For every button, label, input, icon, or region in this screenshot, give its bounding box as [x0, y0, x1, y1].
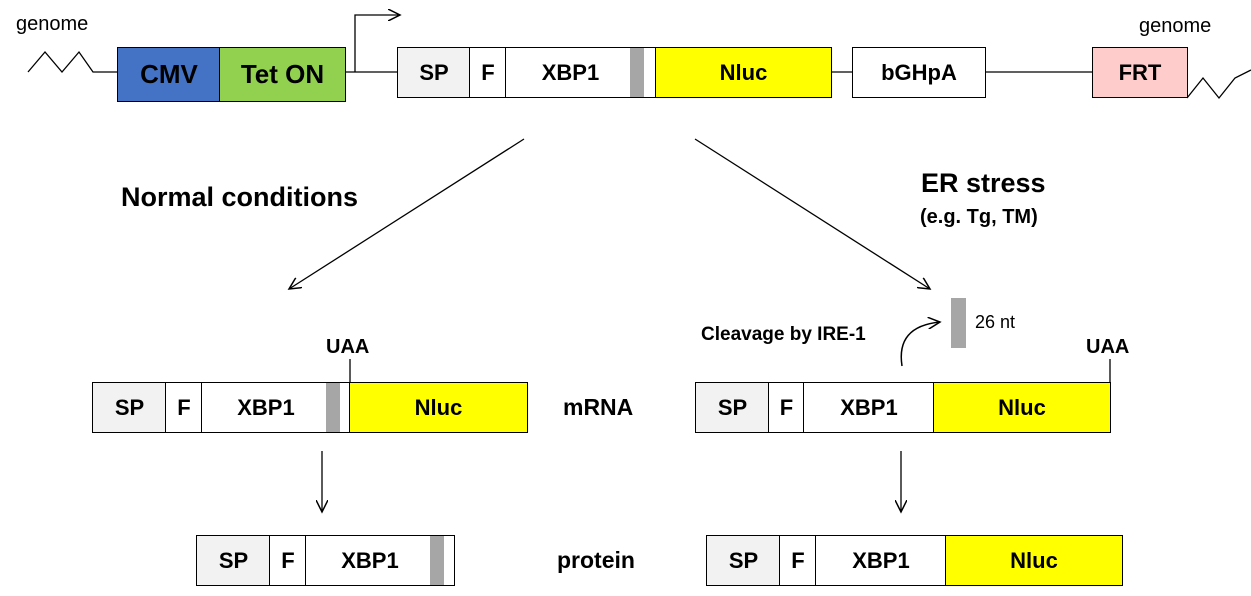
protein-normal-intron-bar: [430, 536, 444, 585]
genome-label-right: genome: [1139, 15, 1212, 37]
er-stress-subheading: (e.g. Tg, TM): [920, 206, 1038, 228]
cmv-promoter: CMV: [117, 47, 221, 102]
bghpa-segment: bGHpA: [852, 47, 986, 98]
genome-zigzag-left: [27, 50, 117, 74]
mrna-stress-sp-segment: SP: [695, 382, 770, 433]
protein-stress-f-segment: F: [779, 535, 817, 586]
normal-conditions-heading: Normal conditions: [121, 182, 359, 212]
mrna-normal-sp-segment: SP: [92, 382, 167, 433]
mrna-stress-f-segment: F: [768, 382, 805, 433]
protein-row-label: protein: [557, 547, 635, 573]
mrna-stress-nluc-segment: Nluc: [933, 382, 1111, 433]
construct-intron-bar: [630, 48, 644, 97]
protein-stress-xbp1-segment: XBP1: [815, 535, 947, 586]
tet-on-element: Tet ON: [219, 47, 346, 102]
genome-zigzag-right: [1186, 69, 1251, 100]
uaa-label-stress: UAA: [1086, 336, 1130, 358]
construct-nluc-segment: Nluc: [655, 47, 832, 98]
cleavage-arrow: [900, 322, 940, 367]
protein-stress-sp-segment: SP: [706, 535, 781, 586]
cleavage-label: Cleavage by IRE-1: [701, 324, 866, 345]
frt-segment: FRT: [1092, 47, 1188, 98]
mrna-normal-intron-bar: [326, 383, 340, 432]
genome-label-left: genome: [16, 13, 89, 35]
protein-normal-sp-segment: SP: [196, 535, 271, 586]
protein-normal-f-segment: F: [269, 535, 307, 586]
mrna-normal-nluc-segment: Nluc: [349, 382, 528, 433]
intron-length-label: 26 nt: [975, 312, 1016, 332]
mrna-normal-f-segment: F: [165, 382, 203, 433]
mrna-stress-xbp1-segment: XBP1: [803, 382, 935, 433]
construct-f-segment: F: [469, 47, 507, 98]
mrna-row-label: mRNA: [563, 394, 634, 420]
arrow-to-normal: [289, 138, 525, 289]
construct-sp-segment: SP: [397, 47, 471, 98]
excised-intron-bar: [951, 298, 966, 348]
protein-stress-nluc-segment: Nluc: [945, 535, 1123, 586]
arrow-to-stress: [694, 138, 930, 289]
promoter-arrow: [354, 15, 400, 72]
uaa-label-normal: UAA: [326, 336, 370, 358]
er-stress-heading: ER stress: [921, 168, 1046, 198]
